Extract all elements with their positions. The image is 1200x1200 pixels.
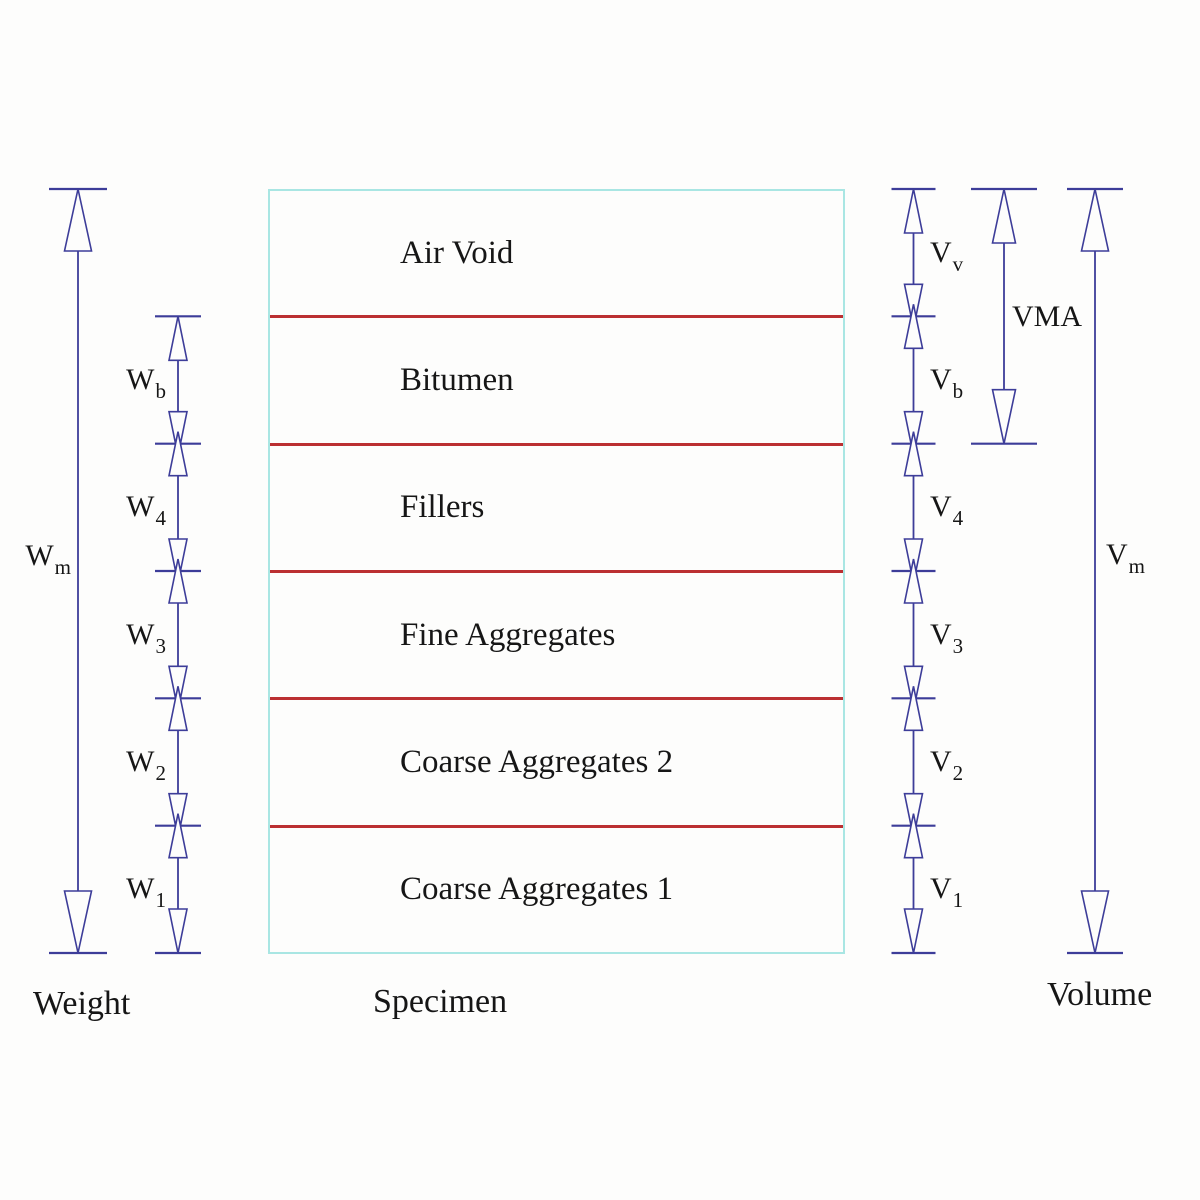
weight-seg-label-w2: W2 — [95, 743, 166, 784]
label-sub: b — [952, 379, 964, 403]
label-sub: 3 — [952, 634, 964, 658]
vma-arrow — [971, 187, 1037, 445]
weight-seg-label-w1: W1 — [95, 870, 166, 911]
specimen-box: Air Void Bitumen Fillers Fine Aggregates… — [268, 189, 845, 954]
layer-coarse-aggregates-2: Coarse Aggregates 2 — [270, 697, 843, 824]
weight-seg-label-w3: W3 — [95, 616, 166, 657]
volume-seg-label-v3: V3 — [930, 616, 1020, 657]
label-base: W — [126, 745, 155, 778]
layer-label: Fine Aggregates — [400, 616, 616, 653]
vma-label: VMA — [1012, 300, 1083, 333]
label-sub: v — [952, 252, 964, 276]
label-base: V — [1106, 538, 1128, 571]
volume-seg-label-v2: V2 — [930, 743, 1020, 784]
weight-total-arrow — [49, 187, 107, 955]
label-sub: m — [1128, 554, 1146, 578]
volume-total-arrow — [1067, 187, 1123, 955]
volume-seg-label-vb: Vb — [930, 361, 1020, 402]
layer-label: Bitumen — [400, 361, 514, 398]
label-base: W — [126, 872, 155, 905]
volume-total-label: Vm — [1106, 536, 1145, 577]
layer-coarse-aggregates-1: Coarse Aggregates 1 — [270, 824, 843, 952]
volume-seg-label-v1: V1 — [930, 870, 1020, 911]
layer-fillers: Fillers — [270, 442, 843, 570]
label-base: V — [930, 745, 952, 778]
label-sub: 4 — [952, 506, 964, 530]
volume-seg-label-vv: Vv — [930, 234, 1020, 275]
label-base: W — [126, 618, 155, 651]
label-base: V — [930, 236, 952, 269]
label-sub: m — [54, 555, 71, 579]
label-base: W — [126, 490, 155, 523]
layer-air-void: Air Void — [270, 191, 843, 315]
label-base: W — [126, 363, 155, 396]
weight-seg-label-wb: Wb — [95, 361, 166, 402]
label-base: V — [930, 618, 952, 651]
label-sub: 1 — [155, 888, 167, 912]
volume-caption: Volume — [1047, 976, 1153, 1013]
label-base: V — [930, 363, 952, 396]
label-sub: 1 — [952, 888, 964, 912]
layer-fine-aggregates: Fine Aggregates — [270, 569, 843, 697]
label-base: V — [930, 490, 952, 523]
layer-label: Fillers — [400, 489, 485, 526]
label-base: V — [930, 872, 952, 905]
label-sub: 2 — [952, 761, 964, 785]
label-sub: 2 — [155, 761, 167, 785]
layer-label: Air Void — [400, 234, 514, 271]
layer-label: Coarse Aggregates 1 — [400, 871, 674, 908]
volume-seg-label-v4: V4 — [930, 488, 1020, 529]
weight-caption: Weight — [33, 985, 131, 1022]
label-sub: 4 — [155, 506, 167, 530]
layer-bitumen: Bitumen — [270, 315, 843, 442]
specimen-caption: Specimen — [373, 983, 508, 1020]
label-base: W — [25, 539, 54, 572]
weight-segment-arrows — [155, 315, 201, 955]
label-sub: b — [155, 379, 167, 403]
volume-segment-arrows — [891, 187, 936, 955]
layer-label: Coarse Aggregates 2 — [400, 743, 674, 780]
weight-seg-label-w4: W4 — [95, 488, 166, 529]
label-sub: 3 — [155, 634, 167, 658]
weight-total-label: Wm — [0, 537, 71, 578]
